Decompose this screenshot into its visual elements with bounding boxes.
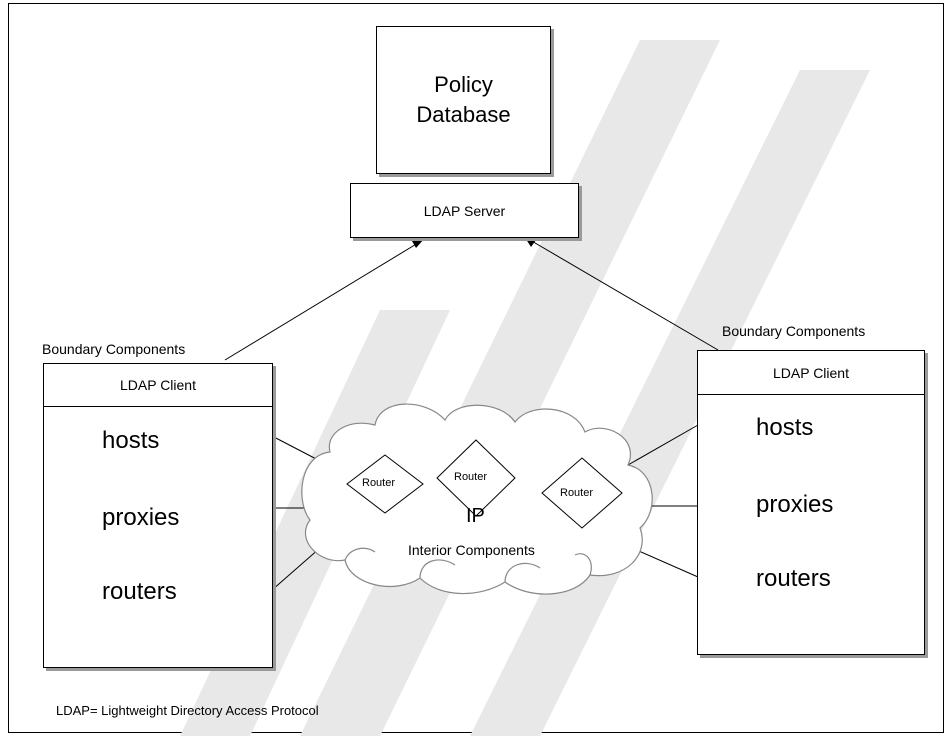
right-boundary-box: LDAP Client hosts proxies routers xyxy=(697,350,925,655)
left-boundary-box: LDAP Client hosts proxies routers xyxy=(43,363,273,668)
footnote: LDAP= Lightweight Directory Access Proto… xyxy=(56,703,319,718)
router-label-1: Router xyxy=(362,477,396,489)
interior-components-label: Interior Components xyxy=(408,542,535,558)
router-label-3: Router xyxy=(560,487,594,499)
router-label-2: Router xyxy=(454,471,488,483)
policy-database-line2: Database xyxy=(416,102,511,127)
ip-label: IP xyxy=(466,505,485,527)
left-item-proxies: proxies xyxy=(102,504,180,531)
left-ldap-client-header: LDAP Client xyxy=(44,364,272,407)
ldap-server-box: LDAP Server xyxy=(350,183,579,238)
right-client-to-server-line xyxy=(529,239,719,351)
right-ldap-client-label: LDAP Client xyxy=(772,364,849,381)
policy-database-box: Policy Database xyxy=(376,26,551,174)
right-arrowhead-icon xyxy=(524,236,536,247)
right-item-hosts: hosts xyxy=(756,414,814,441)
router-diamonds xyxy=(346,439,623,529)
policy-database-line1: Policy xyxy=(434,72,493,97)
router-diamond-1 xyxy=(346,454,424,514)
right-ldap-client-header: LDAP Client xyxy=(698,351,924,395)
left-ldap-client-label: LDAP Client xyxy=(119,377,196,393)
right-item-proxies: proxies xyxy=(756,491,834,518)
left-client-to-server-line xyxy=(224,242,419,361)
ldap-server-label: LDAP Server xyxy=(423,202,506,219)
left-item-routers: routers xyxy=(102,578,177,605)
right-boundary-caption: Boundary Components xyxy=(722,323,866,339)
connector-arrows xyxy=(224,239,719,361)
left-arrowhead-icon xyxy=(412,238,425,248)
right-item-routers: routers xyxy=(756,565,831,592)
router-diamond-3 xyxy=(541,457,623,529)
router-diamond-2 xyxy=(436,439,516,517)
left-boundary-caption: Boundary Components xyxy=(42,341,186,357)
left-item-hosts: hosts xyxy=(102,427,160,454)
network-links xyxy=(271,424,699,591)
